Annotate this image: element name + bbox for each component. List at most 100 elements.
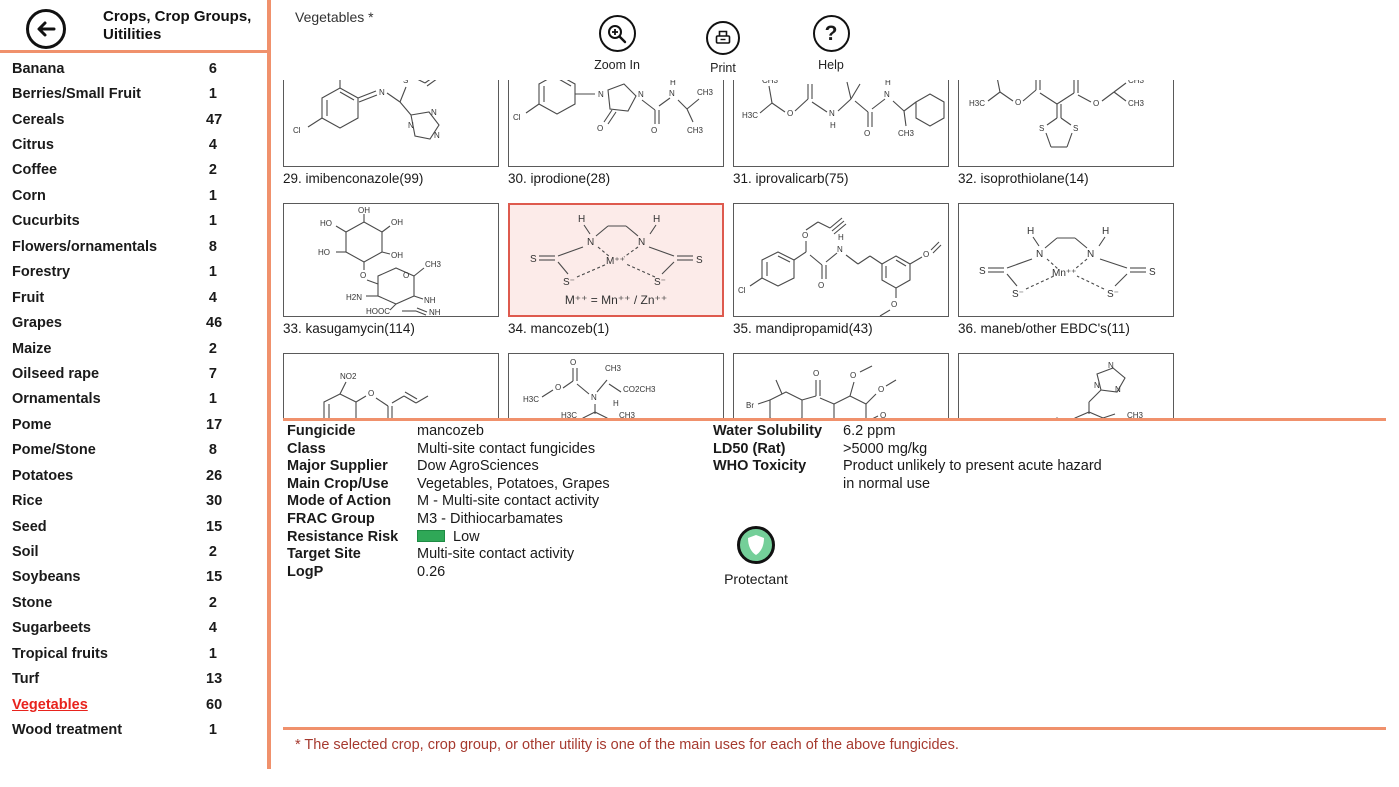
detail-row-frac-group: FRAC Group M3 - Dithiocarbamates	[287, 511, 610, 529]
fungicide-card-iprovalicarb[interactable]: H3C CH3 O O NH O NH CH3	[733, 80, 949, 167]
detail-row-ld50: LD50 (Rat) >5000 mg/kg	[713, 441, 1102, 459]
svg-text:H: H	[830, 121, 836, 130]
svg-text:H: H	[613, 399, 619, 408]
field-label: Resistance Risk	[287, 528, 399, 545]
fungicide-card-partial-3[interactable]: Br O O O O	[733, 353, 949, 418]
svg-text:H3C: H3C	[742, 111, 758, 120]
svg-text:H3C: H3C	[523, 395, 539, 404]
detail-row-main-crop-use: Main Crop/Use Vegetables, Potatoes, Grap…	[287, 476, 610, 494]
sidebar-item-label: Vegetables	[12, 696, 88, 713]
fungicide-card-partial-1[interactable]: NO2 O	[283, 353, 499, 418]
sidebar-item-banana[interactable]: Banana 6	[12, 56, 258, 81]
sidebar-item-label: Seed	[12, 518, 47, 535]
sidebar-item-sugarbeets[interactable]: Sugarbeets 4	[12, 616, 258, 641]
field-value: Product unlikely to present acute hazard…	[843, 458, 1102, 492]
sidebar-item-label: Potatoes	[12, 467, 74, 484]
sidebar-item-count: 1	[208, 86, 217, 103]
sidebar-item-flowers-ornamentals[interactable]: Flowers/ornamentals 8	[12, 234, 258, 259]
sidebar-item-berries-small-fruit[interactable]: Berries/Small Fruit 1	[12, 81, 258, 106]
sidebar-item-ornamentals[interactable]: Ornamentals 1	[12, 387, 258, 412]
sidebar-item-count: 15	[206, 569, 223, 586]
structure-image: Cl O O NH O O	[738, 217, 942, 316]
field-label: WHO Toxicity	[713, 458, 807, 475]
svg-text:O: O	[805, 80, 811, 82]
fungicide-card-maneb[interactable]: H N N H S S⁻ Mn⁺⁺ S S⁻	[958, 203, 1174, 317]
zoom-in-button[interactable]: Zoom In	[577, 15, 657, 72]
sidebar-item-label: Berries/Small Fruit	[12, 86, 141, 103]
svg-text:O: O	[360, 271, 366, 280]
zoom-in-label: Zoom In	[594, 58, 640, 72]
svg-text:CO2CH3: CO2CH3	[623, 385, 656, 394]
sidebar-item-oilseed-rape[interactable]: Oilseed rape 7	[12, 361, 258, 386]
sidebar-item-pome[interactable]: Pome 17	[12, 412, 258, 437]
sidebar-item-potatoes[interactable]: Potatoes 26	[12, 463, 258, 488]
sidebar-item-corn[interactable]: Corn 1	[12, 183, 258, 208]
fungicide-card-kasugamycin[interactable]: OH HO HO OH OH O O CH3 H2N NH HOOC NH	[283, 203, 499, 317]
sidebar-item-cereals[interactable]: Cereals 47	[12, 107, 258, 132]
detail-row-mode-of-action: Mode of Action M - Multi-site contact ac…	[287, 493, 610, 511]
fungicide-cell: Cl Cl N S NNN 29. imibenconazole(99)	[283, 80, 499, 188]
svg-text:O: O	[403, 271, 409, 280]
svg-text:N: N	[1087, 249, 1094, 260]
sidebar-item-maize[interactable]: Maize 2	[12, 336, 258, 361]
svg-text:N: N	[669, 89, 675, 98]
sidebar-item-forestry[interactable]: Forestry 1	[12, 260, 258, 285]
svg-text:N: N	[379, 88, 385, 97]
svg-text:O: O	[818, 281, 824, 290]
sidebar-item-count: 15	[206, 518, 223, 535]
sidebar-item-label: Citrus	[12, 137, 54, 154]
sidebar-item-coffee[interactable]: Coffee 2	[12, 158, 258, 183]
svg-text:N: N	[408, 121, 414, 130]
svg-text:N: N	[1094, 381, 1100, 390]
svg-text:OH: OH	[358, 206, 370, 215]
sidebar-item-turf[interactable]: Turf 13	[12, 667, 258, 692]
sidebar-title: Crops, Crop Groups, Uitilities	[103, 8, 251, 44]
svg-text:O: O	[802, 231, 808, 240]
sidebar-item-seed[interactable]: Seed 15	[12, 514, 258, 539]
svg-text:H: H	[578, 214, 585, 225]
sidebar-item-cucurbits[interactable]: Cucurbits 1	[12, 209, 258, 234]
sidebar-item-label: Soybeans	[12, 569, 81, 586]
card-caption: 35. mandipropamid(43)	[733, 321, 873, 336]
sidebar-item-soybeans[interactable]: Soybeans 15	[12, 565, 258, 590]
card-caption: 32. isoprothiolane(14)	[958, 171, 1089, 186]
sidebar-item-vegetables[interactable]: Vegetables 60	[12, 692, 258, 717]
svg-text:S: S	[1039, 124, 1044, 133]
sidebar-item-label: Rice	[12, 493, 43, 510]
sidebar-item-grapes[interactable]: Grapes 46	[12, 310, 258, 335]
sidebar-item-soil[interactable]: Soil 2	[12, 539, 258, 564]
sidebar-item-wood-treatment[interactable]: Wood treatment 1	[12, 717, 258, 742]
structure-image: H N N H S S⁻ M⁺⁺ S S⁻	[530, 214, 703, 288]
field-label: Class	[287, 440, 326, 457]
fungicide-card-mancozeb[interactable]: H N N H S S⁻ M⁺⁺ S S⁻	[508, 203, 724, 317]
fungicide-cell: H N N H S S⁻ Mn⁺⁺ S S⁻	[958, 203, 1174, 338]
svg-text:N: N	[591, 393, 597, 402]
sidebar-item-fruit[interactable]: Fruit 4	[12, 285, 258, 310]
sidebar-item-stone[interactable]: Stone 2	[12, 590, 258, 615]
sidebar-item-pome-stone[interactable]: Pome/Stone 8	[12, 438, 258, 463]
sidebar-item-count: 13	[206, 671, 223, 688]
help-label: Help	[818, 58, 844, 72]
fungicide-card-imibenconazole[interactable]: Cl Cl N S NNN	[283, 80, 499, 167]
svg-text:O: O	[597, 124, 603, 133]
sidebar-item-label: Flowers/ornamentals	[12, 238, 158, 255]
print-button[interactable]: Print	[683, 21, 763, 75]
sidebar-item-tropical-fruits[interactable]: Tropical fruits 1	[12, 641, 258, 666]
sidebar-item-label: Banana	[12, 60, 65, 77]
sidebar-item-rice[interactable]: Rice 30	[12, 488, 258, 513]
sidebar-item-citrus[interactable]: Citrus 4	[12, 132, 258, 157]
svg-text:OH: OH	[391, 251, 403, 260]
svg-text:O: O	[1015, 98, 1021, 107]
help-button[interactable]: ? Help	[791, 15, 871, 72]
sidebar-item-count: 26	[206, 467, 223, 484]
fungicide-cell: H N N H S S⁻ M⁺⁺ S S⁻	[508, 203, 724, 338]
back-button[interactable]	[26, 9, 66, 49]
sidebar-item-label: Pome	[12, 416, 52, 433]
svg-text:Cl: Cl	[513, 113, 521, 122]
